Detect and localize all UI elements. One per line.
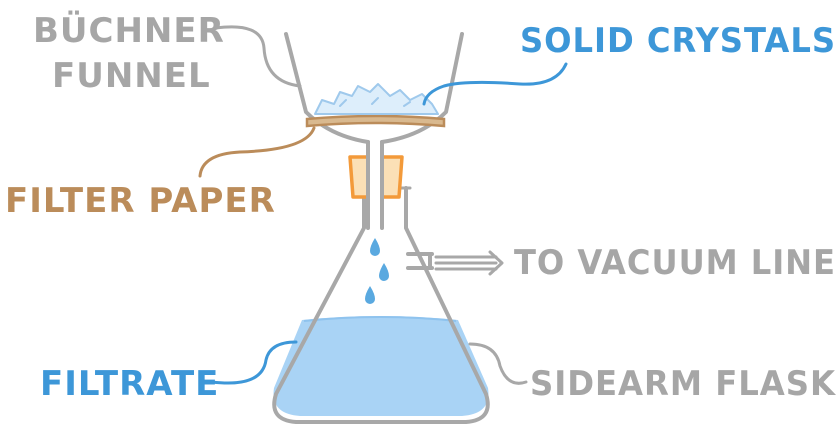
filtrate-label: FILTRATE xyxy=(40,364,219,404)
filter-paper-leader xyxy=(198,126,316,178)
funnel-stem xyxy=(366,140,384,230)
buchner-funnel-label-line1: BÜCHNER xyxy=(33,10,225,51)
filter-paper xyxy=(305,114,446,128)
buchner-funnel-leader xyxy=(214,25,302,88)
filtrate-surface xyxy=(303,316,457,322)
vacuum-arrow-head xyxy=(488,250,504,276)
droplet-2 xyxy=(379,263,389,281)
buchner-funnel xyxy=(284,32,464,144)
solid-crystals-label: SOLID CRYSTALS xyxy=(520,21,836,61)
droplet-1 xyxy=(370,238,380,256)
stem-bore xyxy=(370,144,380,228)
sidearm-flask xyxy=(272,186,490,424)
filtrate-liquid xyxy=(273,316,489,416)
solid-crystals-leader xyxy=(422,62,568,106)
filter-paper-label: FILTER PAPER xyxy=(5,181,276,221)
droplet-3 xyxy=(365,286,375,304)
crystal-details xyxy=(339,97,411,107)
filtrate-leader xyxy=(210,340,298,385)
sidearm-flask-leader xyxy=(468,342,528,385)
flask-sidearm xyxy=(406,252,434,270)
buchner-funnel-label-line2: FUNNEL xyxy=(52,56,211,96)
sidearm-flask-label: SIDEARM FLASK xyxy=(530,364,837,404)
to-vacuum-line-label: TO VACUUM LINE xyxy=(514,243,836,283)
vacuum-arrow-lines xyxy=(434,255,498,271)
